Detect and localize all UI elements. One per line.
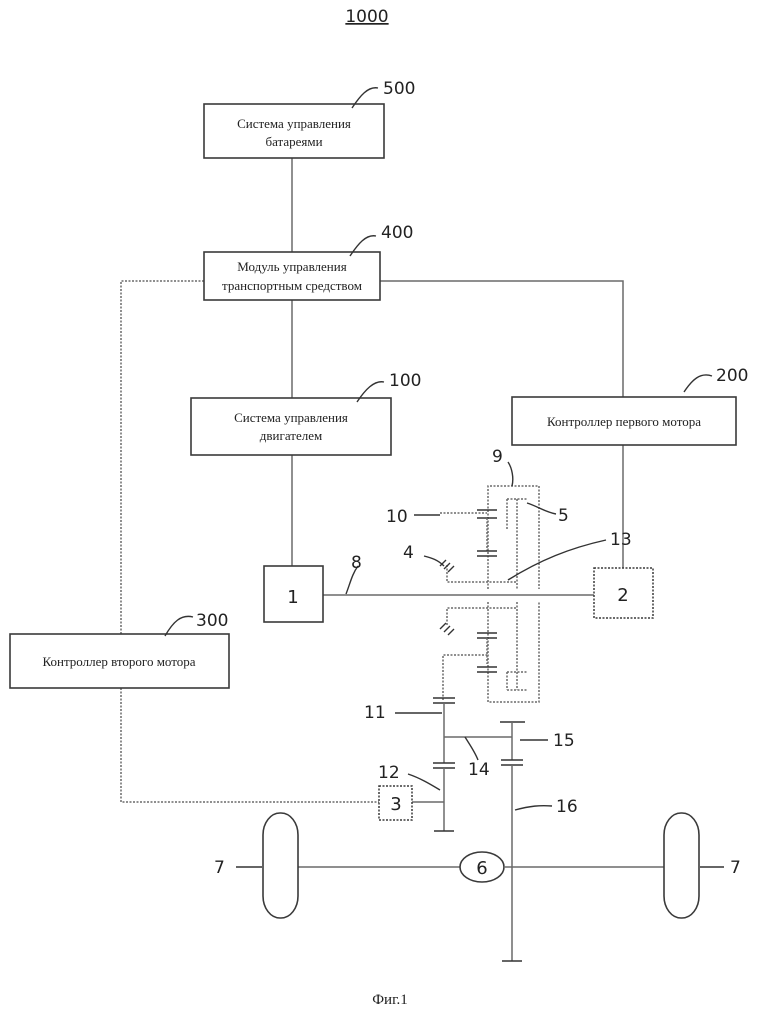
first-motor-controller-label: Контроллер первого мотора (547, 414, 701, 429)
vehicle-control-line2: транспортным средством (222, 278, 362, 293)
ref-400: 400 (381, 223, 413, 243)
ref-16: 16 (556, 797, 578, 817)
battery-management-block: Система управления батареями 500 (204, 79, 415, 158)
left-wheel-7 (263, 813, 298, 918)
vehicle-control-line1: Модуль управления (237, 259, 346, 274)
figure-caption: Фиг.1 (372, 992, 408, 1008)
planetary-gear-set-9: 9 5 10 4 13 (386, 447, 632, 702)
second-motor-label: 3 (390, 794, 401, 815)
right-wheel-7 (664, 813, 699, 918)
ref-8: 8 (351, 553, 362, 573)
second-motor-3: 3 (379, 786, 412, 820)
ref-200: 200 (716, 366, 748, 386)
first-motor-label: 2 (617, 585, 628, 606)
second-motor-controller-label: Контроллер второго мотора (42, 654, 195, 669)
first-motor-controller-block: Контроллер первого мотора 200 (512, 366, 748, 445)
engine-control-block: Система управления двигателем 100 (191, 371, 421, 455)
engine-label: 1 (287, 587, 298, 608)
differential-label: 6 (476, 858, 487, 879)
ref-7-right: 7 (730, 858, 741, 878)
main-shaft-8: 8 (323, 553, 594, 595)
ref-300: 300 (196, 611, 228, 631)
ref-10: 10 (386, 507, 408, 527)
ref-5: 5 (558, 506, 569, 526)
ref-100: 100 (389, 371, 421, 391)
engine-control-line2: двигателем (260, 428, 322, 443)
second-motor-controller-block: Контроллер второго мотора 300 (10, 611, 229, 688)
ref-12: 12 (378, 763, 400, 783)
ref-9: 9 (492, 447, 503, 467)
vehicle-control-block: Модуль управления транспортным средством… (204, 223, 413, 300)
axle-assembly: 6 7 7 (214, 813, 741, 918)
ref-500: 500 (383, 79, 415, 99)
engine-1: 1 (264, 566, 323, 622)
ref-7-left: 7 (214, 858, 225, 878)
engine-control-line1: Система управления (234, 410, 348, 425)
ref-15: 15 (553, 731, 575, 751)
battery-management-line1: Система управления (237, 116, 351, 131)
battery-management-line2: батареями (265, 134, 322, 149)
figure-number: 1000 (345, 7, 388, 27)
ref-11: 11 (364, 703, 386, 723)
ref-14: 14 (468, 760, 490, 780)
output-gearing: 11 14 12 15 16 (364, 698, 578, 961)
ref-13: 13 (610, 530, 632, 550)
first-motor-2: 2 (594, 568, 653, 618)
ref-4: 4 (403, 543, 414, 563)
